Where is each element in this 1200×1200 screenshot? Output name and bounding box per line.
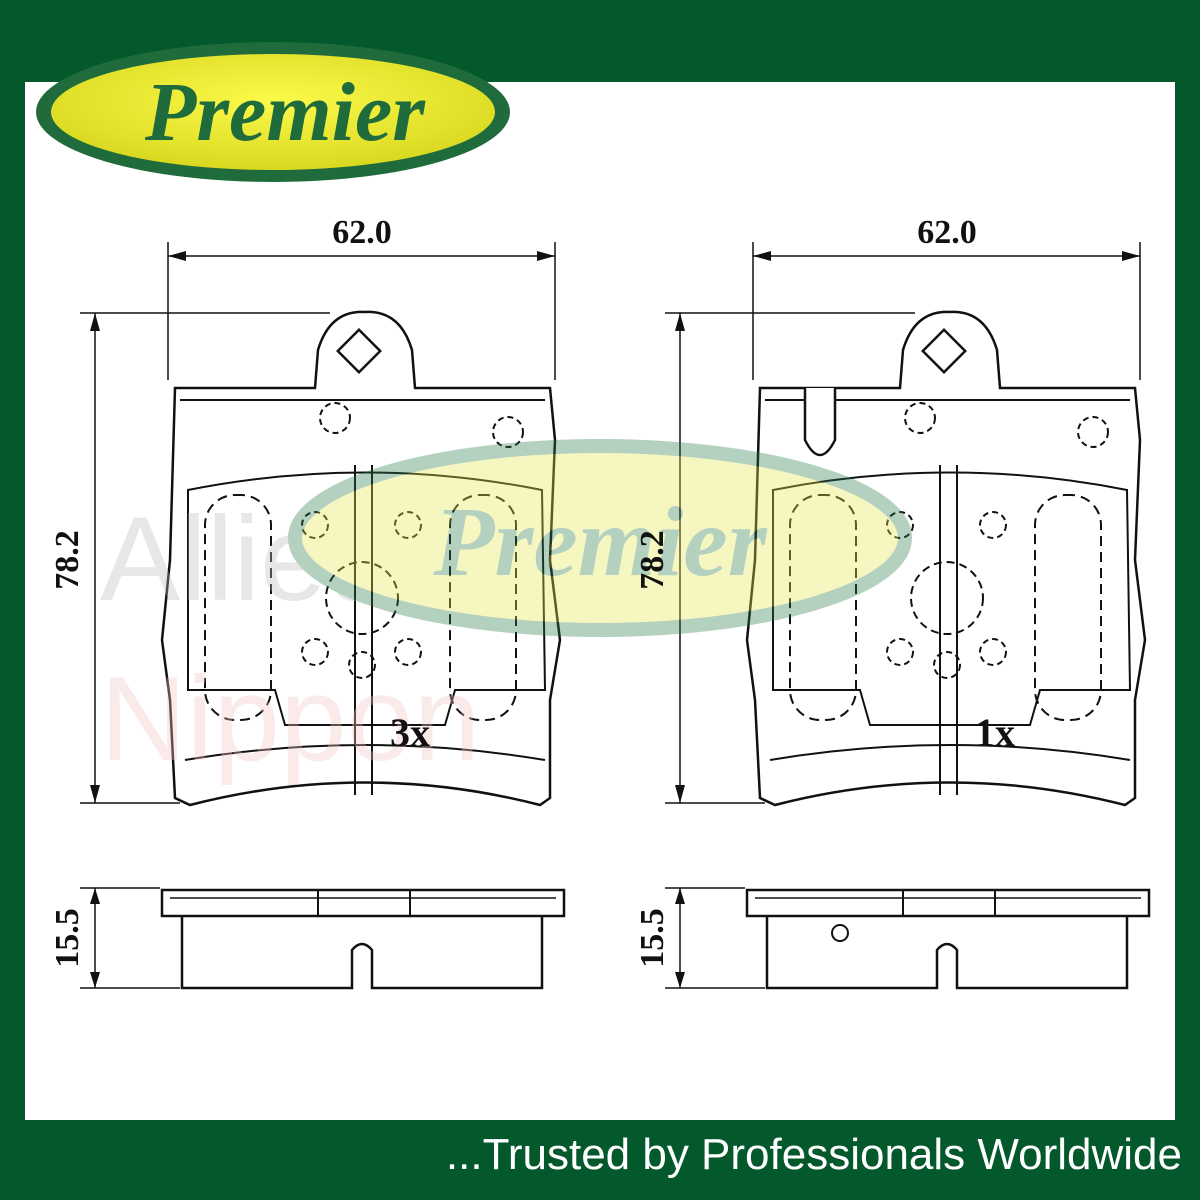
watermark-logo-text: Premier	[432, 486, 767, 597]
premier-logo: Premier	[36, 42, 510, 182]
watermark-text-2: Nippon	[100, 652, 480, 786]
logo-text: Premier	[144, 66, 426, 159]
right-width-label: 62.0	[917, 214, 977, 251]
right-brake-pad-drawing	[583, 0, 1151, 990]
left-thickness-label: 15.5	[49, 908, 86, 968]
left-quantity-label: 3x	[390, 710, 430, 755]
left-width-label: 62.0	[332, 214, 392, 251]
right-thickness-label: 15.5	[634, 908, 671, 968]
watermark: Allied Nippon Premier	[100, 439, 912, 786]
left-height-label: 78.2	[49, 530, 86, 590]
watermark-text-1: Allied	[100, 492, 394, 626]
right-height-label: 78.2	[634, 530, 671, 590]
right-quantity-label: 1x	[975, 710, 1015, 755]
footer-tagline: ...Trusted by Professionals Worldwide	[445, 1130, 1182, 1179]
